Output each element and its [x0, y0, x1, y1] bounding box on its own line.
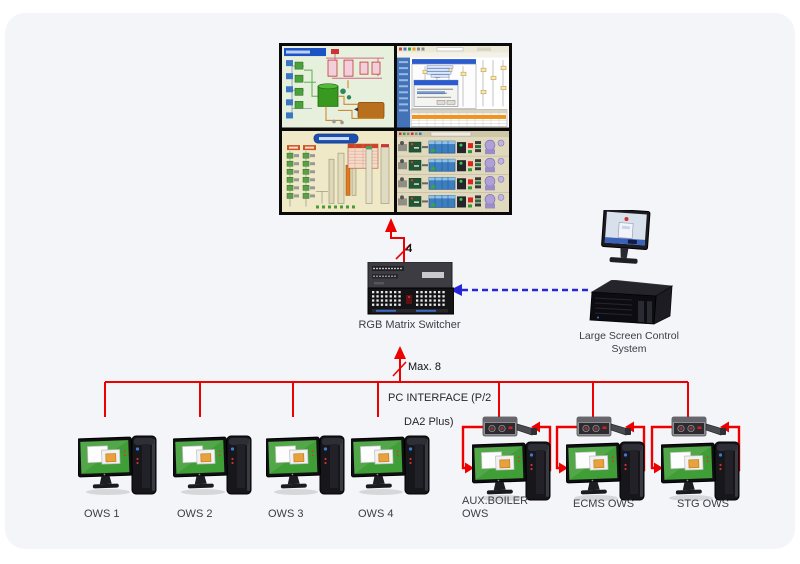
bus-capacity-label: Max. 8 [408, 361, 442, 373]
wall-screen-engineering-tool [397, 46, 509, 128]
rgb-matrix-switcher [366, 262, 454, 316]
workstation-icon-ows3 [266, 432, 350, 504]
wall-cable-count: 4 [406, 243, 413, 255]
stg-ows-label: STG OWS [677, 498, 729, 510]
video-wall [279, 43, 512, 215]
aux-boiler-ows-label: AUX.BOILER OWS [462, 495, 529, 520]
converter-box-aux [482, 414, 538, 440]
converter-box-stg [671, 414, 727, 440]
control-monitor-icon [598, 210, 652, 270]
converter-box-ecms [576, 414, 632, 440]
interface-note-line1: PC INTERFACE (P/2 [388, 392, 492, 404]
ows1-label: OWS 1 [84, 508, 120, 520]
workstation-icon-ows1 [78, 432, 162, 504]
ows3-label: OWS 3 [268, 508, 304, 520]
workstation-icon-ows2 [173, 432, 257, 504]
ows4-label: OWS 4 [358, 508, 394, 520]
workstation-icon-ows4 [351, 432, 435, 504]
control-server-icon [586, 280, 674, 326]
switcher-label: RGB Matrix Switcher [358, 319, 461, 331]
control-system-label: Large Screen Control System [579, 330, 679, 355]
ows2-label: OWS 2 [177, 508, 213, 520]
ecms-ows-label: ECMS OWS [573, 498, 635, 510]
wall-screen-process-piping [282, 46, 394, 128]
interface-note-line2: DA2 Plus) [404, 416, 454, 428]
wall-screen-plant-overview [282, 130, 394, 212]
wall-screen-process-trains [397, 130, 509, 212]
